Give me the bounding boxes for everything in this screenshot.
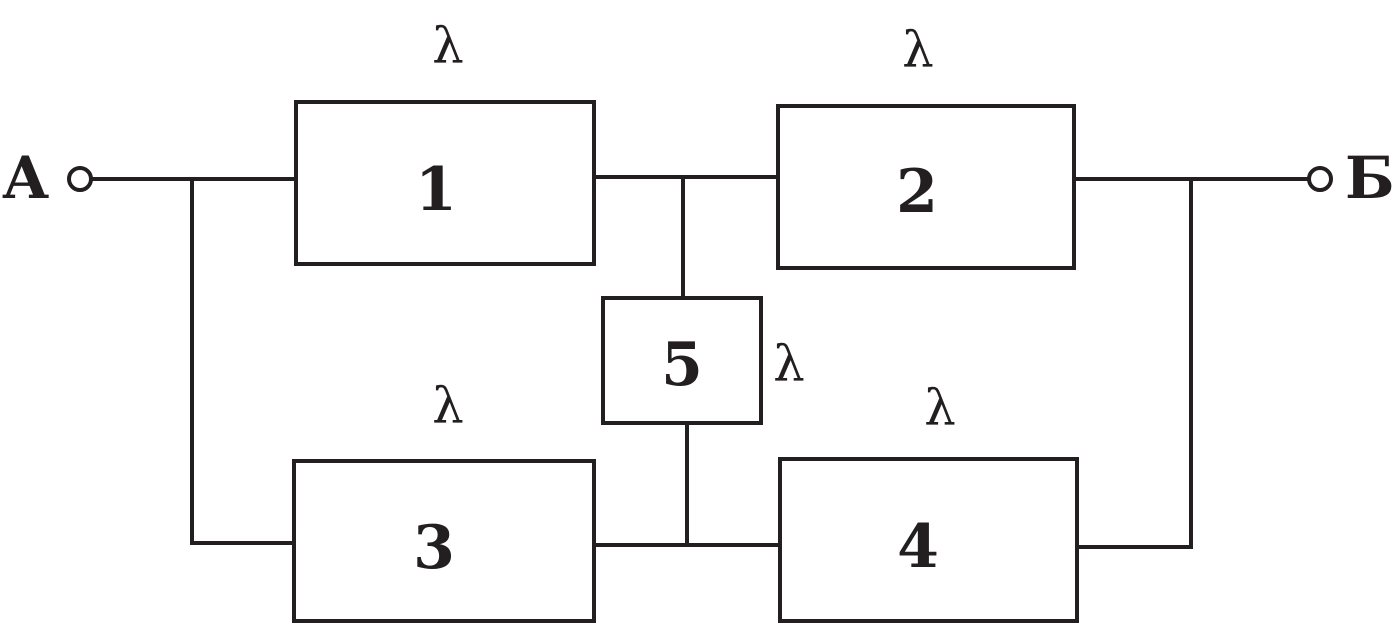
block-5-label: 5 <box>661 330 703 400</box>
block-1-box <box>294 100 596 266</box>
block-3: 3 λ <box>292 377 596 623</box>
block-1: 1 λ <box>294 17 596 266</box>
block-5: 5 λ <box>601 296 805 425</box>
block-3-box <box>292 459 596 623</box>
block-2-label: 2 <box>896 157 938 227</box>
terminal-output-label: Б <box>1345 144 1393 212</box>
wires <box>90 175 1310 549</box>
block-4-box <box>778 457 1079 623</box>
block-1-label: 1 <box>415 155 457 225</box>
block-1-rate: λ <box>432 17 464 75</box>
terminal-output <box>1307 166 1333 192</box>
block-4: 4 λ <box>778 379 1079 623</box>
block-3-rate: λ <box>432 377 464 435</box>
block-4-rate: λ <box>924 379 956 437</box>
block-4-label: 4 <box>897 512 939 582</box>
block-2: 2 λ <box>776 21 1076 270</box>
terminal-input <box>67 166 93 192</box>
terminal-input-label: А <box>2 144 49 212</box>
block-2-box <box>776 104 1076 270</box>
block-5-box <box>601 296 763 425</box>
block-3-label: 3 <box>413 513 455 583</box>
block-2-rate: λ <box>902 21 934 79</box>
block-5-rate: λ <box>773 335 805 393</box>
